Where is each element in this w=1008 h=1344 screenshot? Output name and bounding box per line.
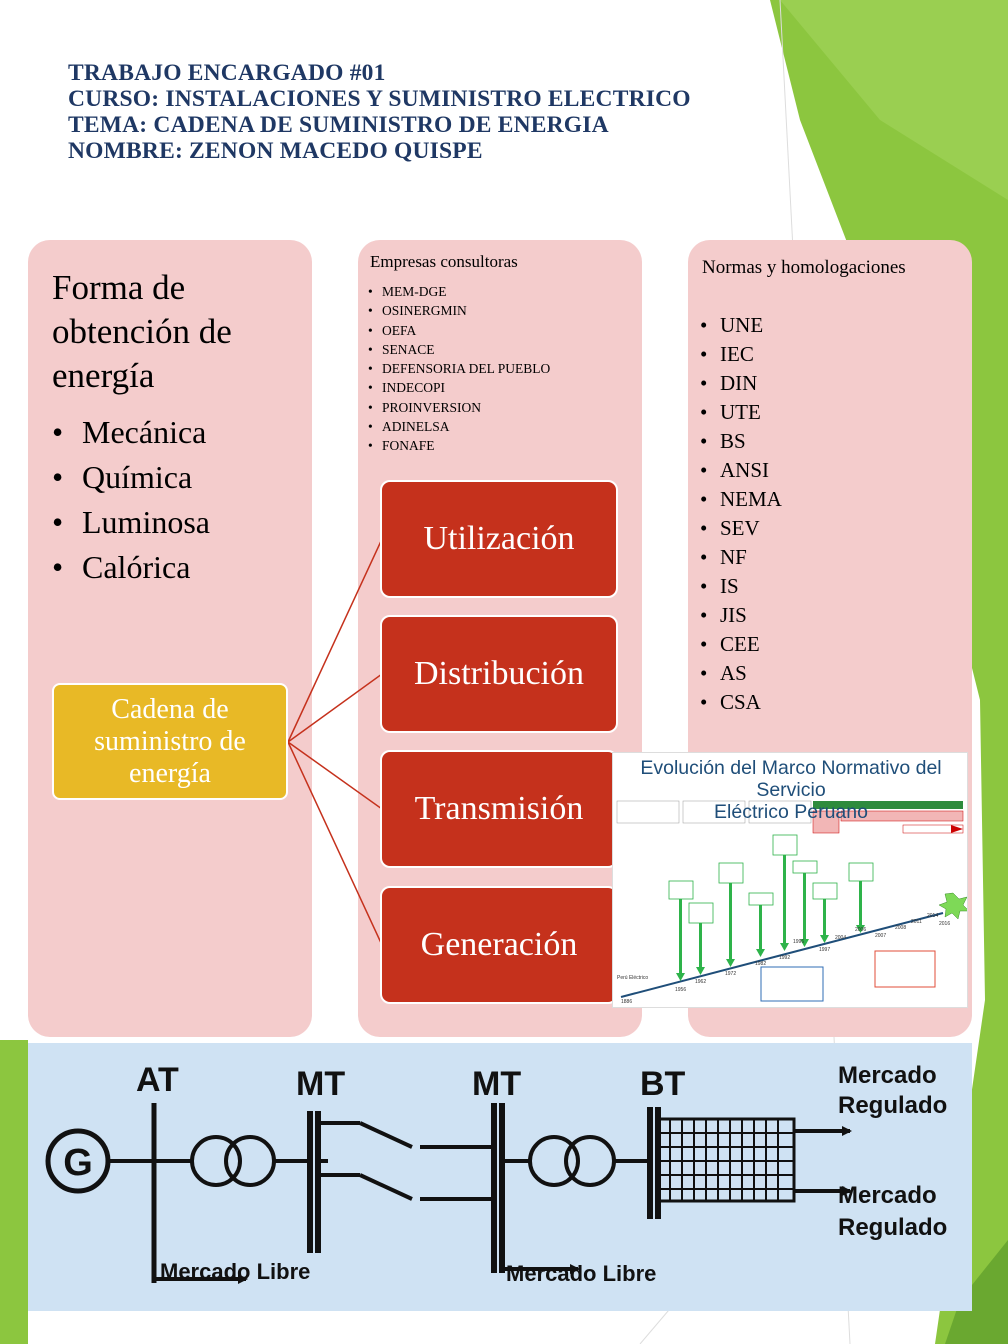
stage-transmission: Transmisión	[380, 750, 618, 868]
list-item: NF	[700, 543, 782, 572]
evolution-title-line2: Eléctrico Peruano	[714, 801, 868, 823]
year-label: 2016	[939, 921, 950, 927]
standards-title: Normas y homologaciones	[702, 257, 906, 278]
transformer-icon	[190, 1135, 242, 1187]
year-label: 1886	[621, 999, 632, 1005]
year-label: 1982	[755, 961, 766, 967]
market-free-label-2: Mercado Libre	[506, 1261, 656, 1286]
stage-distribution: Distribución	[380, 615, 618, 733]
list-item: Química	[52, 455, 210, 500]
list-item: IEC	[700, 340, 782, 369]
evolution-title: Evolución del Marco Normativo del Servic…	[613, 757, 967, 823]
list-item: INDECOPI	[368, 378, 550, 397]
list-item: DIN	[700, 369, 782, 398]
year-label: 1992	[779, 955, 790, 961]
list-item: PROINVERSION	[368, 398, 550, 417]
year-label: 2008	[895, 925, 906, 931]
at-label: AT	[136, 1061, 179, 1099]
year-label: 1996	[793, 939, 804, 945]
stage-utilization: Utilización	[380, 480, 618, 598]
header-line-assignment: TRABAJO ENCARGADO #01	[68, 60, 386, 86]
list-item: UTE	[700, 398, 782, 427]
list-item: Luminosa	[52, 500, 210, 545]
year-label: 1997	[819, 947, 830, 953]
list-item: UNE	[700, 311, 782, 340]
list-item: JIS	[700, 601, 782, 630]
list-item: SEV	[700, 514, 782, 543]
market-regulated-label-2b: Regulado	[838, 1214, 947, 1241]
header-line-course: CURSO: INSTALACIONES Y SUMINISTRO ELECTR…	[68, 86, 691, 112]
list-item: NEMA	[700, 485, 782, 514]
evolution-timeline-graphic: 1886 1956 1962 1972 1982 1992 1996 1997 …	[616, 800, 967, 1005]
mt-label-2: MT	[472, 1065, 521, 1103]
regulatory-evolution-figure: 1886 1956 1962 1972 1982 1992 1996 1997 …	[612, 752, 968, 1008]
list-item: SENACE	[368, 340, 550, 359]
year-label: 2006	[855, 927, 866, 933]
mt-label-1: MT	[296, 1065, 345, 1103]
year-label: 1962	[695, 979, 706, 985]
list-item: OSINERGMIN	[368, 301, 550, 320]
list-item: FONAFE	[368, 436, 550, 455]
year-label: 2007	[875, 933, 886, 939]
list-item: AS	[700, 659, 782, 688]
list-item: OEFA	[368, 321, 550, 340]
panel-energy-forms	[28, 240, 312, 1037]
year-label: 1956	[675, 987, 686, 993]
market-regulated-label-1a: Mercado	[838, 1062, 937, 1089]
single-line-diagram: G AT Mercado Libre MT MT Mercado Libre	[28, 1043, 972, 1311]
energy-forms-list: Mecánica Química Luminosa Calórica	[52, 410, 210, 590]
year-label: 2004	[835, 935, 846, 941]
year-label: 2014	[927, 913, 938, 919]
list-item: CEE	[700, 630, 782, 659]
bt-label: BT	[640, 1065, 686, 1103]
generator-label: G	[63, 1142, 93, 1184]
single-line-diagram-graphic: G AT Mercado Libre MT MT Mercado Libre	[45, 1061, 947, 1286]
evolution-title-line1: Evolución del Marco Normativo del Servic…	[640, 757, 942, 801]
market-free-label-1: Mercado Libre	[160, 1259, 310, 1284]
supply-chain-center-box: Cadena de suministro de energía	[52, 683, 288, 800]
market-regulated-label-1b: Regulado	[838, 1092, 947, 1119]
consulting-companies-title: Empresas consultoras	[370, 252, 518, 271]
list-item: BS	[700, 427, 782, 456]
list-item: Calórica	[52, 545, 210, 590]
transformer-icon	[564, 1135, 616, 1187]
transformer-icon	[224, 1135, 276, 1187]
energy-forms-title: Forma de obtención de energía	[52, 268, 232, 395]
header-line-topic: TEMA: CADENA DE SUMINISTRO DE ENERGIA	[68, 112, 609, 138]
list-item: CSA	[700, 688, 782, 717]
year-label: 2011	[911, 919, 922, 925]
list-item: Mecánica	[52, 410, 210, 455]
header-block: TRABAJO ENCARGADO #01 CURSO: INSTALACION…	[68, 60, 691, 164]
list-item: DEFENSORIA DEL PUEBLO	[368, 359, 550, 378]
consulting-companies-list: MEM-DGE OSINERGMIN OEFA SENACE DEFENSORI…	[368, 282, 550, 456]
transformer-icon	[528, 1135, 580, 1187]
list-item: IS	[700, 572, 782, 601]
stage-generation: Generación	[380, 886, 618, 1004]
list-item: MEM-DGE	[368, 282, 550, 301]
list-item: ADINELSA	[368, 417, 550, 436]
timeline-origin-label: Perú Eléctrico	[617, 975, 648, 981]
standards-list: UNE IEC DIN UTE BS ANSI NEMA SEV NF IS J…	[700, 311, 782, 717]
market-regulated-label-2a: Mercado	[838, 1182, 937, 1209]
year-label: 1972	[725, 971, 736, 977]
header-line-name: NOMBRE: ZENON MACEDO QUISPE	[68, 138, 483, 164]
list-item: ANSI	[700, 456, 782, 485]
